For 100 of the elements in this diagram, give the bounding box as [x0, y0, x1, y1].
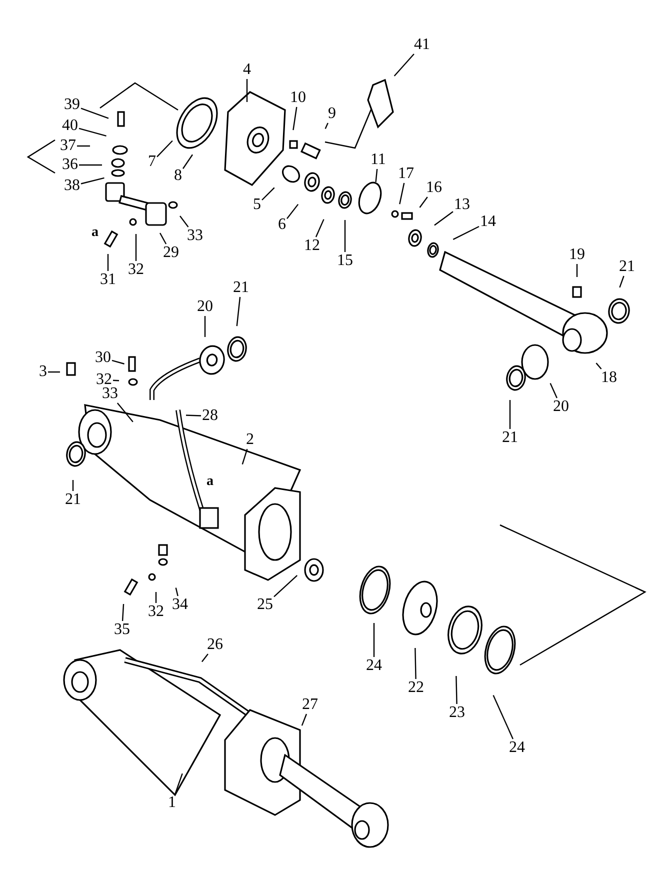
- leader-line: [619, 276, 624, 288]
- leader-line: [434, 211, 454, 226]
- leader-line: [204, 316, 206, 337]
- leader-line: [159, 232, 167, 244]
- leader-line: [399, 182, 405, 204]
- callout-number: 7: [148, 154, 156, 170]
- leader-line: [186, 414, 202, 416]
- leader-line: [550, 383, 558, 398]
- callout-number: 25: [257, 597, 273, 613]
- leader-line: [72, 480, 74, 491]
- leader-line: [452, 226, 480, 240]
- leader-line: [80, 177, 104, 184]
- callout-number: 33: [187, 228, 203, 244]
- leader-line: [576, 264, 578, 277]
- callout-number: 17: [398, 166, 414, 182]
- callout-number: 14: [480, 214, 496, 230]
- leader-line: [174, 773, 183, 794]
- callout-number: 12: [304, 238, 320, 254]
- callout-number: 23: [449, 705, 465, 721]
- leader-line: [122, 604, 124, 622]
- leader-line: [48, 371, 60, 373]
- callout-number: 10: [290, 90, 306, 106]
- callout-number: 1: [168, 795, 176, 811]
- connection-mark: a: [206, 474, 214, 490]
- leader-line: [274, 574, 298, 598]
- leader-line: [344, 220, 346, 252]
- leader-line: [78, 128, 106, 136]
- callout-number: 21: [65, 492, 81, 508]
- leader-line: [419, 196, 428, 208]
- callout-number: 33: [102, 386, 118, 402]
- callout-number: 39: [64, 97, 80, 113]
- leader-line: [324, 122, 328, 129]
- leader-line: [79, 164, 102, 166]
- leader-line: [301, 714, 308, 726]
- leader-line: [414, 648, 416, 680]
- leader-line: [80, 108, 109, 119]
- callout-number: 16: [426, 180, 442, 196]
- leader-line: [155, 592, 157, 603]
- callout-number: 13: [454, 197, 470, 213]
- leader-line: [315, 219, 324, 238]
- callout-number: 32: [148, 604, 164, 620]
- callout-number: 21: [619, 259, 635, 275]
- leader-line: [116, 402, 134, 422]
- callout-number: 29: [163, 245, 179, 261]
- leader-line: [236, 296, 241, 326]
- leader-line: [596, 362, 602, 370]
- callout-number: 21: [233, 280, 249, 296]
- leader-line: [286, 204, 299, 219]
- leader-line: [509, 400, 511, 429]
- callout-number: 37: [60, 138, 76, 154]
- leader-line: [456, 676, 458, 704]
- leader-line: [492, 695, 514, 740]
- callout-number: 18: [601, 370, 617, 386]
- leader-line: [107, 254, 109, 271]
- callout-number: 22: [408, 680, 424, 696]
- callout-number: 11: [370, 152, 386, 168]
- leader-line: [201, 654, 208, 662]
- leader-line: [182, 154, 193, 169]
- leader-line: [292, 106, 298, 130]
- leader-line: [112, 360, 124, 364]
- callout-number: 36: [62, 157, 78, 173]
- callout-number: 21: [502, 430, 518, 446]
- callout-number: 34: [172, 597, 188, 613]
- leader-line: [375, 168, 378, 182]
- callout-number: 27: [302, 697, 318, 713]
- callout-number: 38: [64, 178, 80, 194]
- callout-number: 41: [414, 37, 430, 53]
- callout-number: 15: [337, 253, 353, 269]
- callout-number: 20: [553, 399, 569, 415]
- connection-mark: a: [92, 225, 98, 241]
- callout-number: 8: [174, 168, 182, 184]
- leader-line: [77, 145, 90, 147]
- callout-number: 30: [95, 350, 111, 366]
- callout-number: 2: [246, 432, 254, 448]
- callout-number: 19: [569, 247, 585, 263]
- leader-line: [156, 140, 173, 158]
- callout-number: 24: [366, 658, 382, 674]
- callout-number: 4: [243, 62, 251, 78]
- leader-line: [180, 216, 189, 228]
- callout-number: 31: [100, 272, 116, 288]
- callout-number: 35: [114, 622, 130, 638]
- leader-line: [394, 54, 414, 76]
- callout-number: 3: [39, 364, 47, 380]
- leader-line: [135, 234, 137, 261]
- callout-number: 32: [128, 262, 144, 278]
- callout-number: 28: [202, 408, 218, 424]
- callout-number: 5: [253, 197, 261, 213]
- leader-line: [262, 187, 275, 200]
- callout-number: 6: [278, 217, 286, 233]
- callout-number: 24: [509, 740, 525, 756]
- callout-number: 9: [328, 106, 336, 122]
- leader-line: [112, 380, 120, 382]
- leader-line: [175, 588, 178, 596]
- leader-line: [242, 448, 248, 465]
- callout-number: 32: [96, 372, 112, 388]
- callout-number: 20: [197, 299, 213, 315]
- callout-number: 40: [62, 118, 78, 134]
- leader-line: [246, 79, 248, 102]
- callout-number: 26: [207, 637, 223, 653]
- leader-line: [373, 623, 375, 657]
